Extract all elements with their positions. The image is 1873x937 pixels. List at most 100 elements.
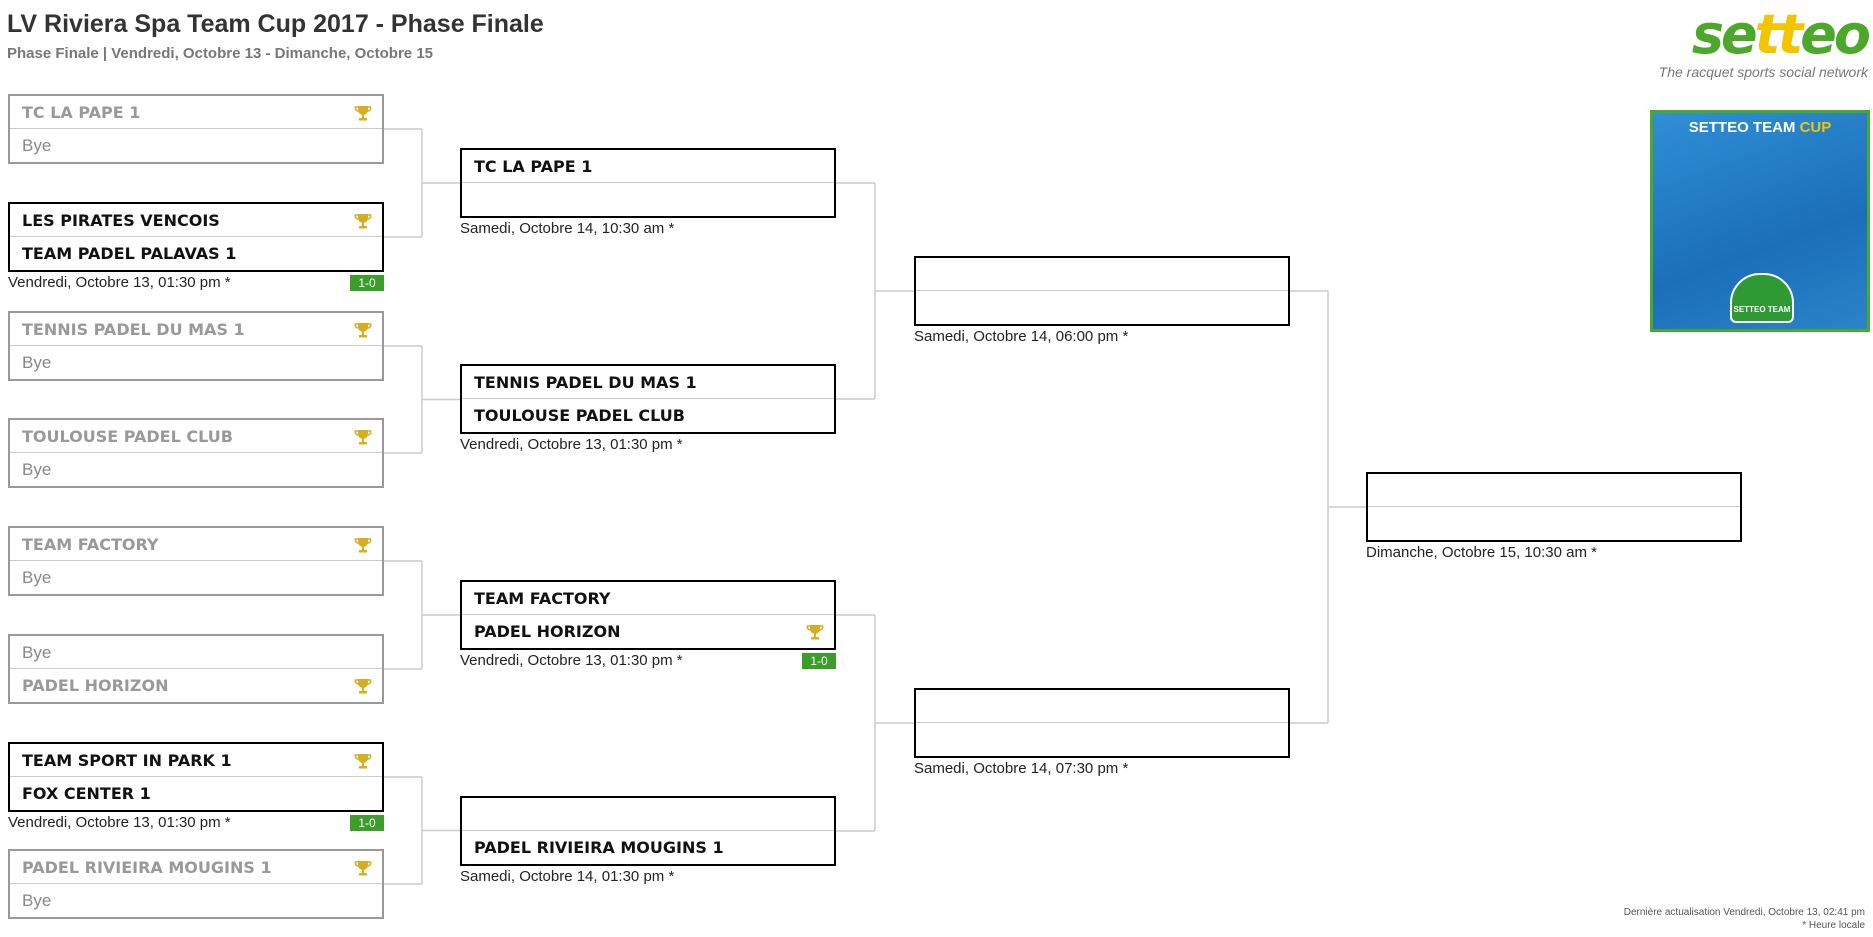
team-slot[interactable]: PADEL HORIZON [10,669,382,702]
match-date: Vendredi, Octobre 13, 01:30 pm * [8,814,231,831]
match-box[interactable]: PADEL RIVIEIRA MOUGINS 1 [460,796,836,866]
trophy-icon [354,323,372,338]
team-slot[interactable]: FOX CENTER 1 [10,777,382,810]
match-box[interactable]: TEAM FACTORY PADEL HORIZON [460,580,836,650]
last-updated: Dernière actualisation Vendredi, Octobre… [1623,907,1865,918]
team-slot[interactable]: PADEL RIVIEIRA MOUGINS 1 [10,851,382,884]
page-title: LV Riviera Spa Team Cup 2017 - Phase Fin… [7,10,544,38]
bye-slot[interactable]: Bye [10,636,382,669]
team-name: TEAM PADEL PALAVAS 1 [22,244,237,263]
team-slot[interactable] [916,723,1288,756]
team-name: TENNIS PADEL DU MAS 1 [22,320,245,339]
logo-part: eo [1800,3,1871,66]
page-subtitle: Phase Finale | Vendredi, Octobre 13 - Di… [7,45,434,62]
team-slot[interactable]: TEAM SPORT IN PARK 1 [10,744,382,777]
team-name: TEAM FACTORY [22,535,159,554]
setteo-logo[interactable]: setteo The racquet sports social network [1652,3,1871,81]
team-slot[interactable]: TEAM PADEL PALAVAS 1 [10,237,382,270]
team-slot[interactable] [1368,507,1740,540]
match-date: Samedi, Octobre 14, 10:30 am * [460,220,675,237]
team-name: TENNIS PADEL DU MAS 1 [474,373,697,392]
team-name: TOULOUSE PADEL CLUB [474,406,685,425]
footer: Dernière actualisation Vendredi, Octobre… [1624,906,1865,932]
match-box[interactable]: LES PIRATES VENCOIS TEAM PADEL PALAVAS 1 [8,202,384,272]
bye-slot[interactable]: Bye [10,884,382,917]
team-slot[interactable]: PADEL RIVIEIRA MOUGINS 1 [462,831,834,864]
logo-wordmark: setteo [1652,3,1871,66]
team-slot[interactable]: TOULOUSE PADEL CLUB [462,399,834,432]
match-date: Samedi, Octobre 14, 01:30 pm * [460,868,675,885]
trophy-icon [354,754,372,769]
team-name: Bye [22,460,52,479]
bye-slot[interactable]: Bye [10,561,382,594]
match-box[interactable]: TC LA PAPE 1 Bye [8,94,384,164]
team-cup-poster[interactable]: SETTEO TEAM CUP SETTEO TEAM [1650,110,1870,332]
team-name: TC LA PAPE 1 [22,103,141,122]
bye-slot[interactable]: Bye [10,129,382,162]
match-box[interactable]: TENNIS PADEL DU MAS 1 TOULOUSE PADEL CLUB [460,364,836,434]
match-box[interactable]: TENNIS PADEL DU MAS 1 Bye [8,311,384,381]
team-slot[interactable]: TC LA PAPE 1 [462,150,834,183]
team-slot[interactable] [1368,474,1740,507]
team-slot[interactable]: LES PIRATES VENCOIS [10,204,382,237]
team-name: TC LA PAPE 1 [474,157,593,176]
team-name: TEAM FACTORY [474,589,611,608]
team-slot[interactable] [916,690,1288,723]
team-name: Bye [22,568,52,587]
team-slot[interactable]: TC LA PAPE 1 [10,96,382,129]
team-slot[interactable]: TENNIS PADEL DU MAS 1 [10,313,382,346]
trophy-icon [354,430,372,445]
match-date: Samedi, Octobre 14, 07:30 pm * [914,760,1129,777]
team-name: PADEL RIVIEIRA MOUGINS 1 [474,838,724,857]
team-slot[interactable]: PADEL HORIZON [462,615,834,648]
match-box[interactable]: TOULOUSE PADEL CLUB Bye [8,418,384,488]
team-slot[interactable]: TEAM FACTORY [462,582,834,615]
trophy-icon [354,679,372,694]
team-name: TOULOUSE PADEL CLUB [22,427,233,446]
bye-slot[interactable]: Bye [10,453,382,486]
bye-slot[interactable]: Bye [10,346,382,379]
poster-title-part: CUP [1799,119,1832,136]
team-slot[interactable]: TOULOUSE PADEL CLUB [10,420,382,453]
team-name: Bye [22,353,52,372]
trophy-icon [354,538,372,553]
team-name: Bye [22,643,52,662]
team-slot[interactable]: TEAM FACTORY [10,528,382,561]
match-date: Vendredi, Octobre 13, 01:30 pm * [460,652,683,669]
team-name: FOX CENTER 1 [22,784,151,803]
team-slot[interactable] [462,798,834,831]
match-date: Vendredi, Octobre 13, 01:30 pm * [8,274,231,291]
logo-part: se [1691,3,1758,66]
score-badge: 1-0 [350,815,384,831]
match-date: Dimanche, Octobre 15, 10:30 am * [1366,544,1597,561]
match-date: Samedi, Octobre 14, 06:00 pm * [914,328,1129,345]
match-box[interactable] [914,256,1290,326]
team-name: LES PIRATES VENCOIS [22,211,220,230]
trophy-icon [354,106,372,121]
match-box[interactable]: TEAM FACTORY Bye [8,526,384,596]
trophy-icon [354,214,372,229]
match-date: Vendredi, Octobre 13, 01:30 pm * [460,436,683,453]
team-name: PADEL HORIZON [22,676,169,695]
score-badge: 1-0 [350,275,384,291]
match-box[interactable] [1366,472,1742,542]
logo-part: tt [1754,3,1804,66]
match-box[interactable] [914,688,1290,758]
team-name: TEAM SPORT IN PARK 1 [22,751,232,770]
team-name: Bye [22,891,52,910]
logo-tagline: The racquet sports social network [1658,64,1868,80]
team-slot[interactable] [462,183,834,216]
team-slot[interactable] [916,291,1288,324]
team-slot[interactable] [916,258,1288,291]
team-name: Bye [22,136,52,155]
match-box[interactable]: PADEL RIVIEIRA MOUGINS 1 Bye [8,849,384,919]
trophy-icon [354,861,372,876]
score-badge: 1-0 [802,653,836,669]
team-slot[interactable]: TENNIS PADEL DU MAS 1 [462,366,834,399]
trophy-icon [806,625,824,640]
match-box[interactable]: TC LA PAPE 1 [460,148,836,218]
local-time-note: * Heure locale [1802,920,1865,931]
match-box[interactable]: TEAM SPORT IN PARK 1 FOX CENTER 1 [8,742,384,812]
